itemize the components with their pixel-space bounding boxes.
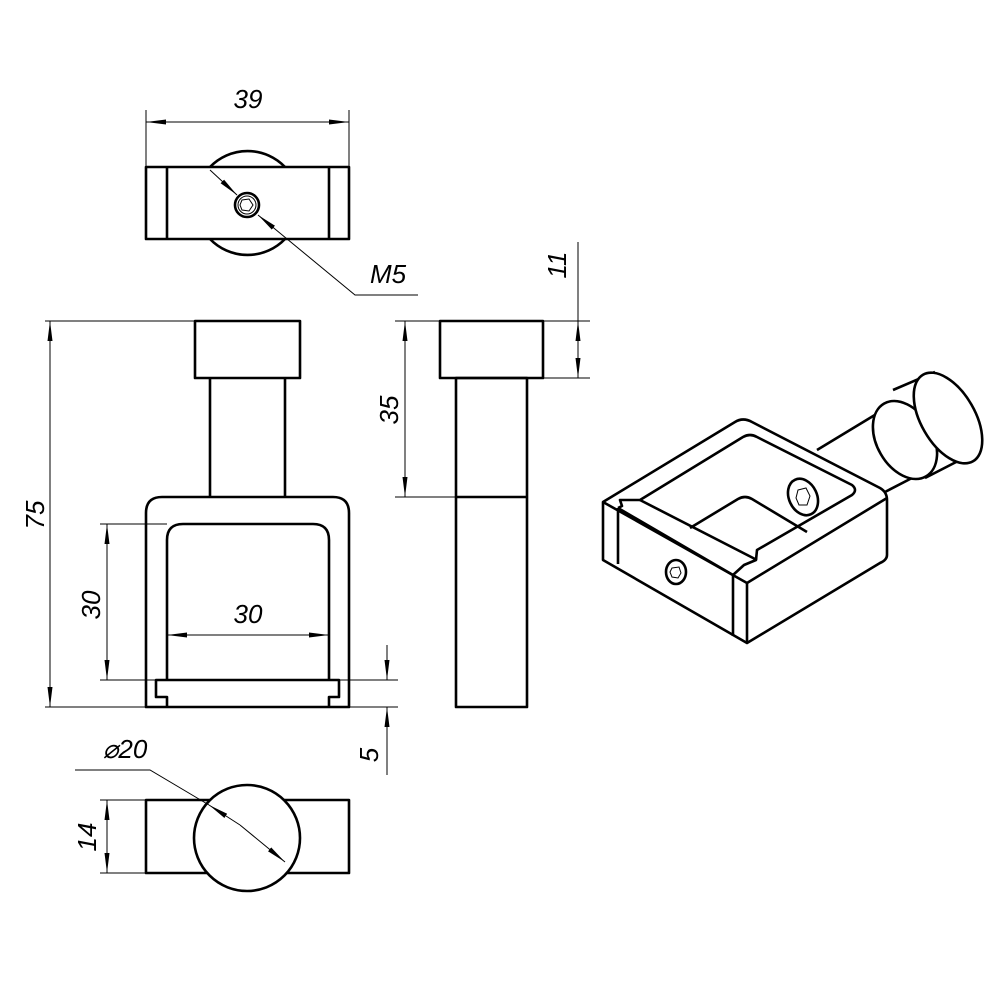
side-view: 35 11: [374, 242, 590, 709]
dim-diameter-line: [239, 824, 286, 863]
slot: [154, 678, 341, 707]
dim-11-label: 11: [542, 252, 572, 279]
dim-30-horizontal-label: 30: [234, 599, 263, 629]
head-arc-top: [209, 149, 286, 168]
dim-39-label: 39: [234, 84, 263, 114]
m5-label: M5: [370, 259, 407, 289]
bottom-view: 14 ⌀20: [72, 734, 351, 893]
dim-75-label: 75: [20, 500, 50, 529]
dim-diameter-label: ⌀20: [103, 734, 148, 764]
isometric-view: [601, 370, 984, 645]
m5-leader: [257, 214, 418, 296]
body-outline: [144, 165, 351, 241]
head-circle: [192, 783, 302, 893]
hex-screw-icon: [664, 558, 688, 586]
front-view: 75 30 30 5: [20, 319, 398, 775]
head-arc-bottom: [209, 238, 286, 257]
top-view: 39 M5: [144, 84, 418, 296]
body-outline: [601, 418, 889, 645]
head: [193, 319, 302, 380]
dim-14-label: 14: [72, 823, 102, 852]
dim-5-label: 5: [354, 747, 384, 762]
dim-30-vertical-label: 30: [76, 590, 106, 619]
head-end-face: [912, 371, 984, 465]
hex-screw-icon: [786, 477, 820, 517]
body-outer: [144, 495, 351, 709]
hex-screw-icon: [233, 191, 261, 219]
body-inner: [165, 522, 331, 680]
dim-35-label: 35: [374, 395, 404, 424]
